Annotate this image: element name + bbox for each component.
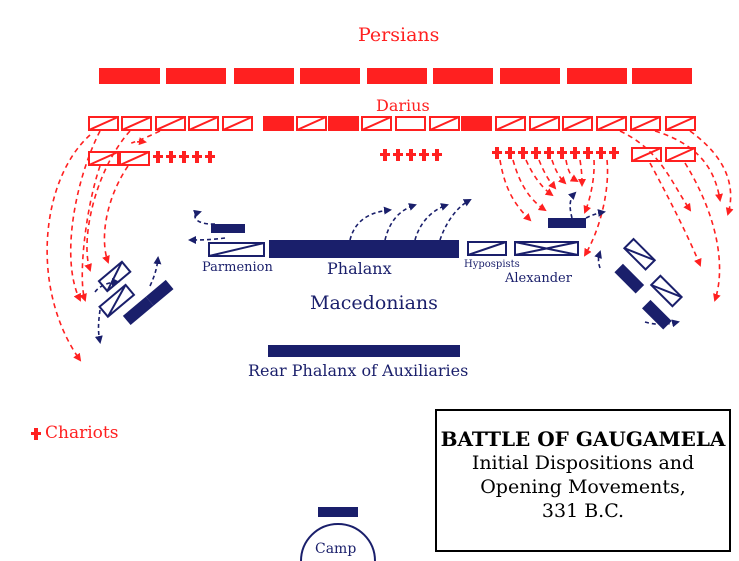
macedonian-movement-arrows bbox=[94, 191, 680, 344]
alexander-label: Alexander bbox=[505, 271, 572, 286]
persians-label: Persians bbox=[358, 24, 440, 46]
macedonians-label: Macedonians bbox=[310, 292, 438, 314]
rear-phalanx-label: Rear Phalanx of Auxiliaries bbox=[248, 361, 469, 380]
darius-label: Darius bbox=[376, 96, 430, 115]
map-title: BATTLE OF GAUGAMELA bbox=[440, 427, 726, 451]
camp-label: Camp bbox=[315, 541, 357, 557]
persian-front-line bbox=[99, 68, 692, 84]
chariots-legend-label: Chariots bbox=[45, 423, 119, 443]
chariot-icon bbox=[31, 427, 41, 440]
macedonian-units bbox=[97, 218, 684, 561]
chariot-group-center bbox=[380, 149, 442, 161]
parmenion-label: Parmenion bbox=[202, 260, 273, 275]
subtitle-line-2: Opening Movements, bbox=[480, 476, 686, 498]
hypaspists-label: Hypospists bbox=[464, 259, 520, 270]
subtitle-line-1: Initial Dispositions and bbox=[471, 452, 695, 474]
chariots-legend: Chariots bbox=[31, 423, 118, 443]
title-box: BATTLE OF GAUGAMELA Initial Dispositions… bbox=[435, 409, 731, 552]
subtitle-line-3: 331 B.C. bbox=[541, 500, 625, 522]
chariot-group-right bbox=[492, 147, 619, 159]
phalanx-label: Phalanx bbox=[327, 259, 392, 278]
chariot-group-left bbox=[153, 151, 215, 163]
